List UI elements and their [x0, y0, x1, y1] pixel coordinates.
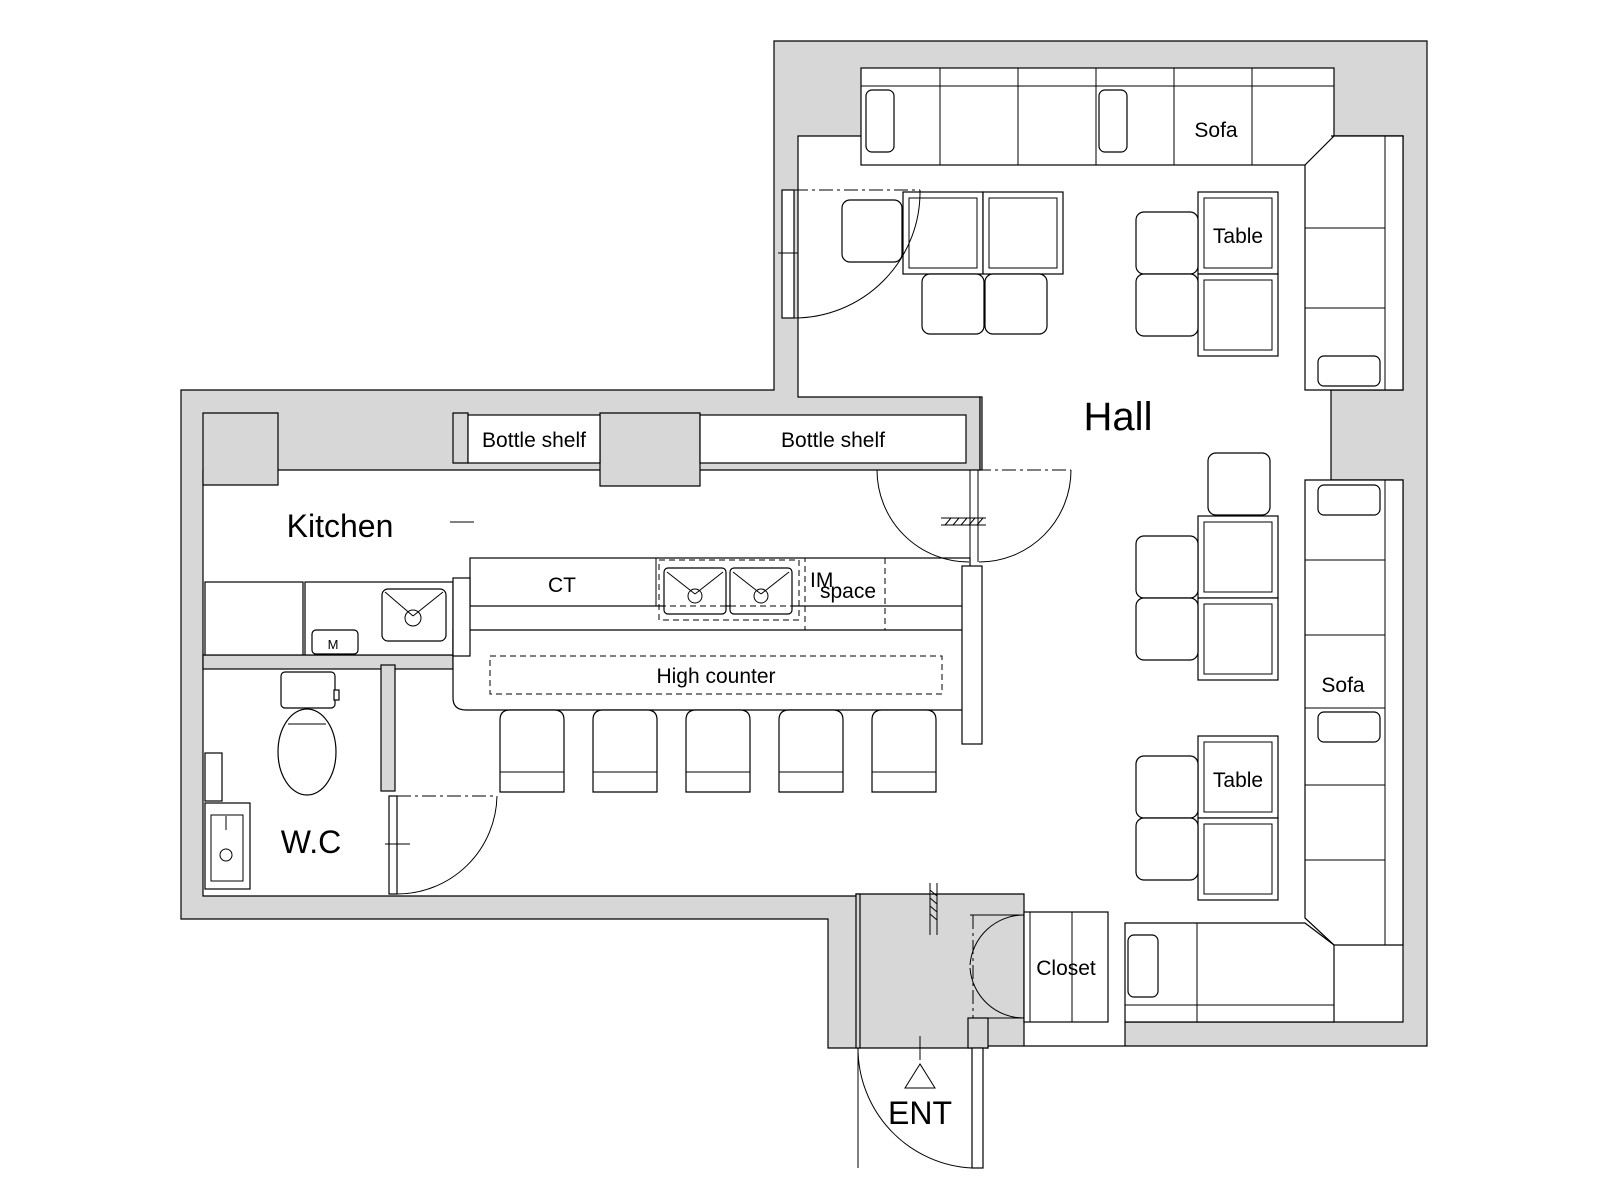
sofa-bottom — [1124, 922, 1335, 1023]
bottle-shelf-right-label: Bottle shelf — [781, 429, 885, 452]
ct-label: CT — [548, 574, 576, 597]
table-group-lower: Table — [1135, 735, 1279, 901]
bar-sink-1 — [663, 567, 727, 615]
microwave-label: M — [328, 637, 339, 652]
toilet-tank — [280, 671, 336, 709]
table-upper-label: Table — [1213, 225, 1263, 248]
table-group-upper: Table — [1135, 191, 1279, 357]
high-counter-label: High counter — [656, 665, 775, 688]
table-lower-label: Table — [1213, 769, 1263, 792]
kitchen-top-wall — [202, 412, 279, 486]
table-group-middle — [1135, 452, 1279, 681]
kitchen: M Kitchen — [204, 508, 474, 656]
bar-counter: CT IM space High counter — [452, 557, 983, 745]
vestibule-wall — [855, 893, 861, 1049]
entrance-arrow-icon — [904, 1063, 936, 1089]
wc-top-wall — [202, 654, 454, 670]
doors — [385, 189, 1072, 1169]
entrance: ENT — [888, 1063, 952, 1131]
door-hatch — [941, 517, 986, 526]
sofa-right-label: Sofa — [1321, 674, 1365, 697]
closet-label: Closet — [1036, 957, 1096, 980]
sofa-right-lower: Sofa — [1304, 479, 1404, 946]
door-leaf-hall — [781, 189, 795, 319]
hall-label: Hall — [1084, 395, 1153, 439]
closet: Closet — [1023, 911, 1109, 1023]
table-group-top-left — [841, 191, 1064, 335]
wc: W.C — [204, 671, 341, 890]
bar-stools — [499, 709, 937, 793]
door-leaf-wc — [388, 795, 398, 895]
sofa-top-label: Sofa — [1194, 119, 1238, 142]
kitchen-label: Kitchen — [287, 508, 394, 544]
im-label: IM — [810, 569, 833, 592]
kitchen-wall-notch-2 — [599, 412, 701, 487]
microwave — [311, 629, 359, 655]
wc-label: W.C — [281, 824, 341, 860]
kitchen-wall-notch — [452, 412, 469, 464]
door-leaf-entrance — [971, 1047, 984, 1169]
kitchen-cabinet — [204, 581, 304, 656]
vestibule-wall-2 — [967, 1017, 989, 1049]
wall-segment — [979, 396, 983, 471]
bar-sink-2 — [729, 567, 793, 615]
bottle-shelf-right: Bottle shelf — [699, 414, 967, 464]
sofa-top: Sofa — [860, 67, 1335, 166]
counter-end-panel — [961, 565, 983, 745]
wc-shelf — [204, 752, 223, 802]
bottle-shelf-left-label: Bottle shelf — [482, 429, 586, 452]
space-label: space — [820, 580, 876, 603]
door-hatch-2 — [929, 889, 938, 921]
entrance-label: ENT — [888, 1095, 952, 1131]
bottle-shelf-left: Bottle shelf — [467, 414, 601, 464]
sofa-right-upper — [1304, 135, 1404, 391]
wc-side-wall — [380, 664, 396, 792]
toilet-bowl — [277, 708, 337, 796]
